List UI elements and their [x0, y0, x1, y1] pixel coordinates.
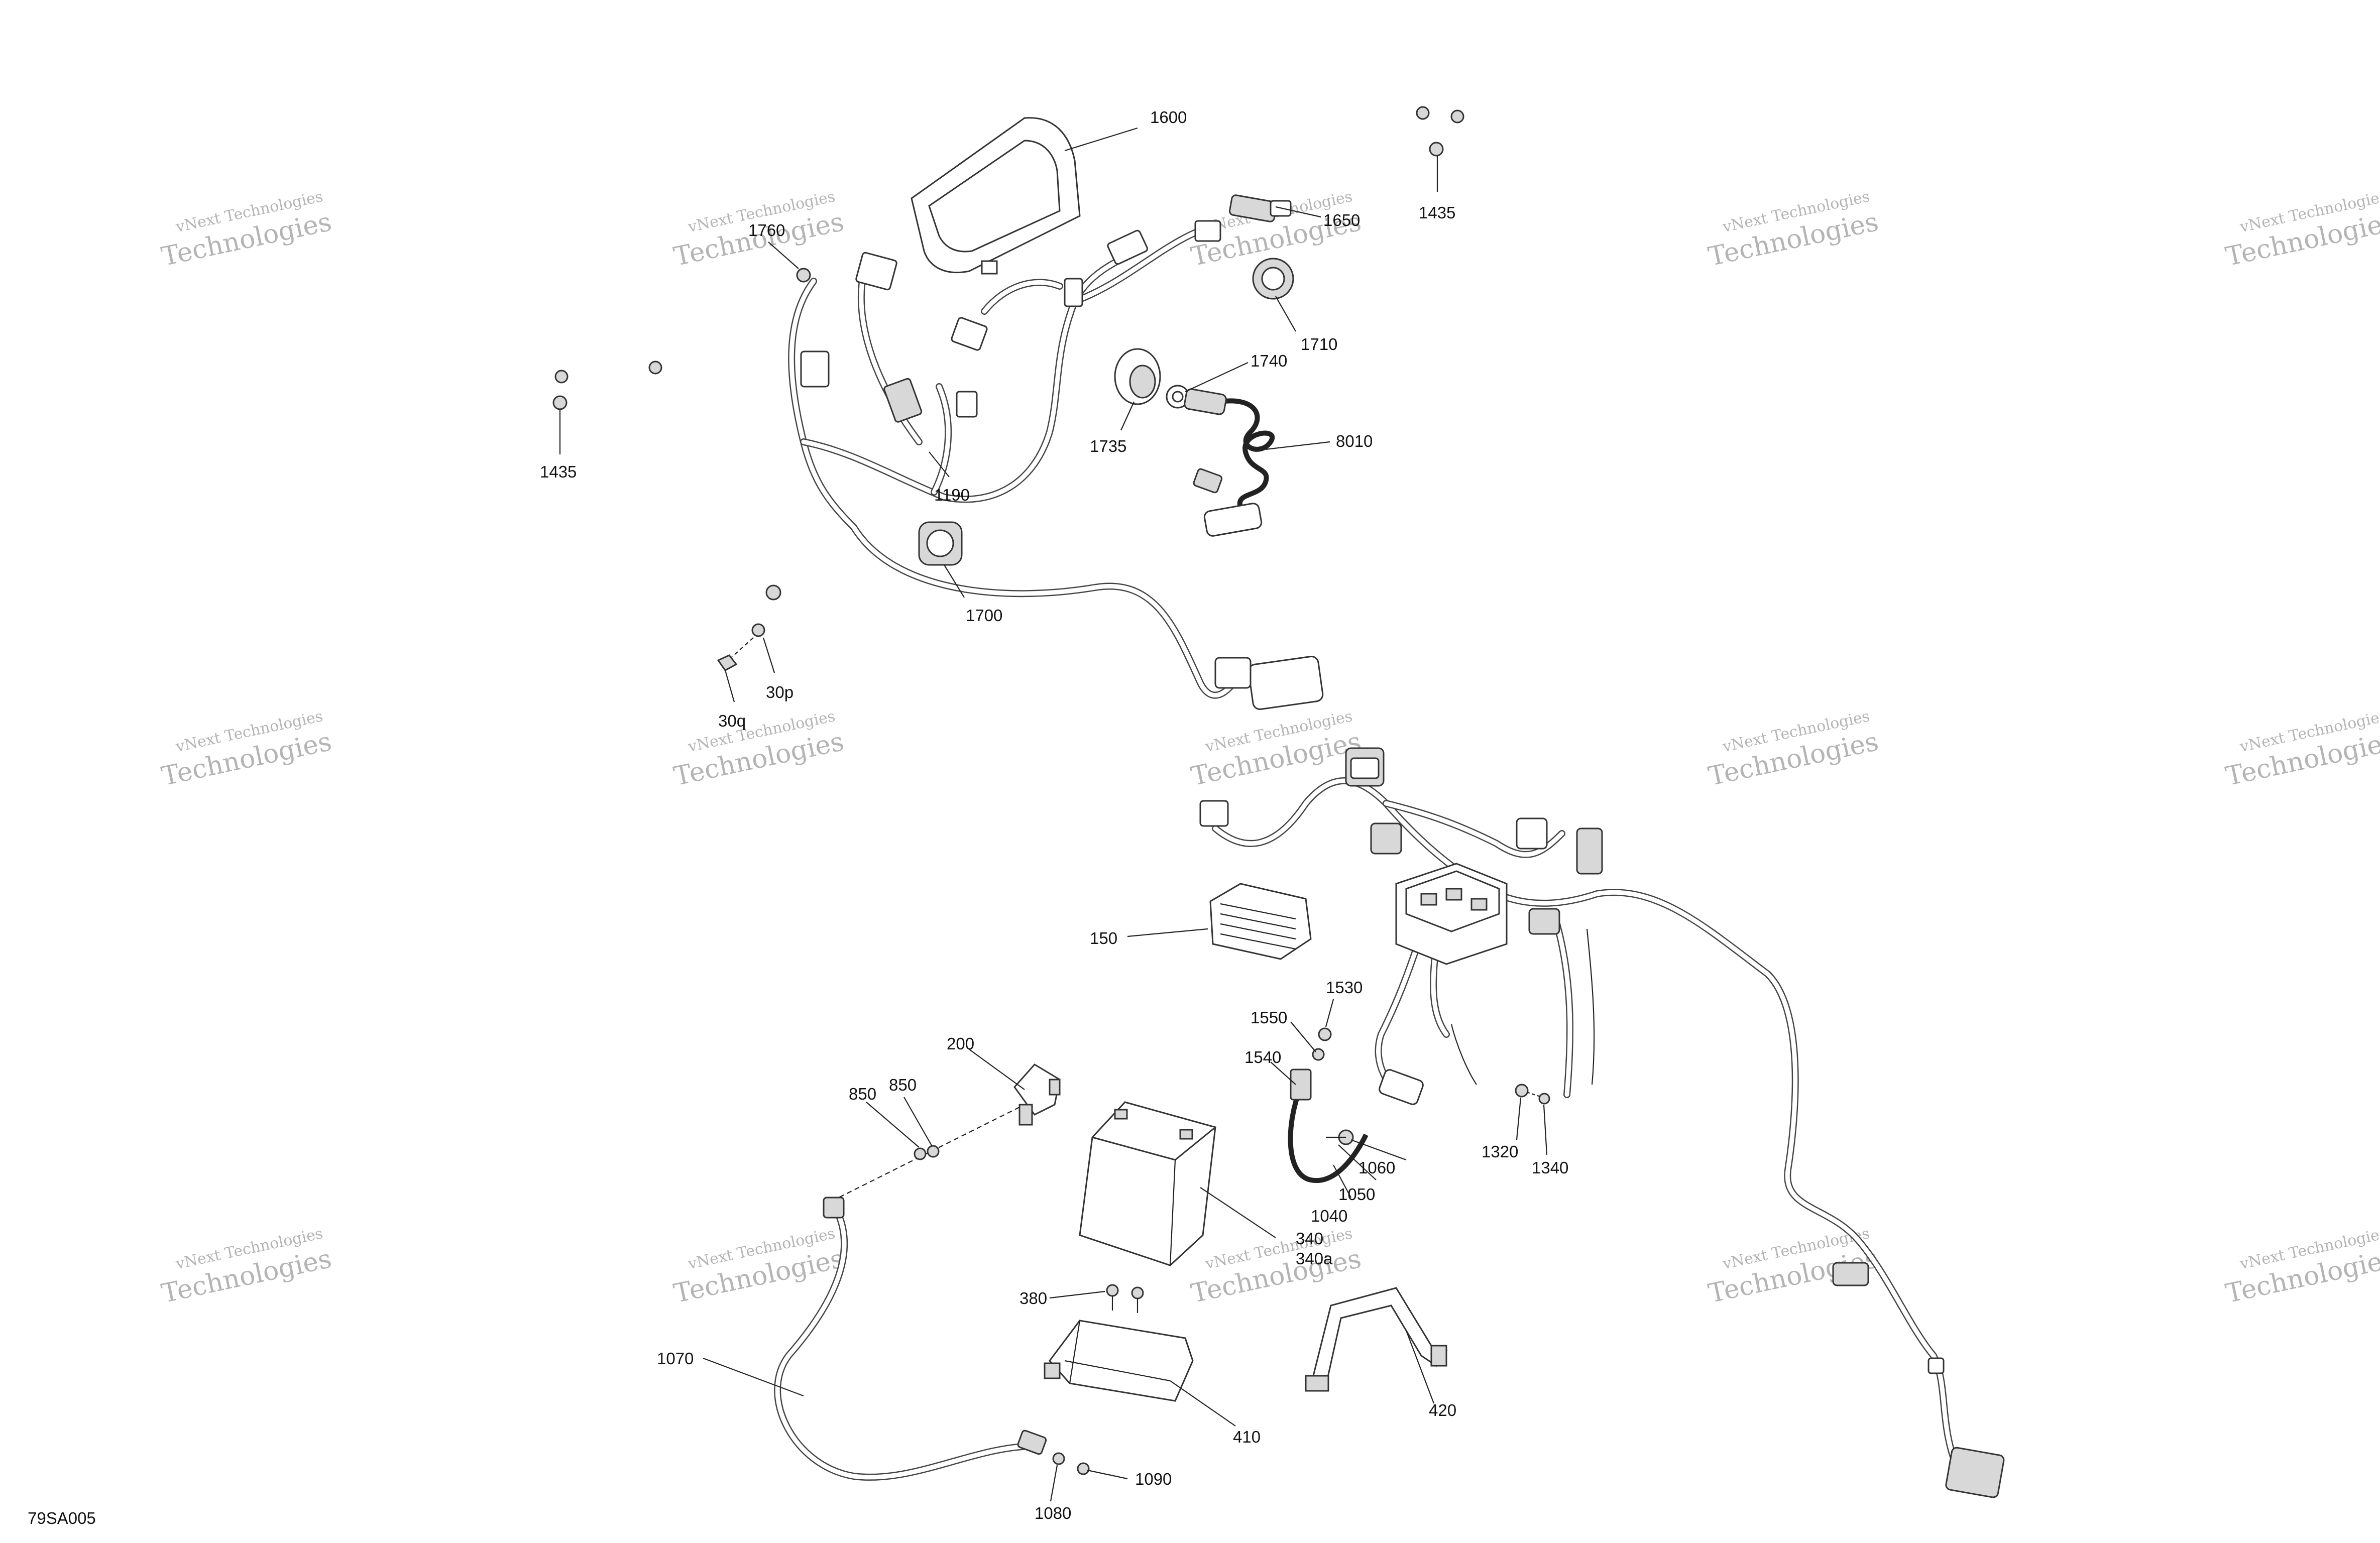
callout-labels: 1600 1650 1435 1760 1710 1740 1735 8010 …: [28, 108, 1568, 1527]
nuts-1435: [552, 106, 1464, 410]
callout-850-a: 850: [849, 1085, 876, 1103]
callout-30p: 30p: [766, 683, 794, 701]
watermark: vNext Technologies Technologies: [2223, 188, 2380, 272]
callout-1740: 1740: [1251, 351, 1287, 370]
callout-1650: 1650: [1323, 211, 1360, 229]
lower-wiring-harness: [1199, 747, 2005, 1498]
callout-420: 420: [1429, 1401, 1456, 1419]
callout-1050: 1050: [1338, 1185, 1375, 1204]
nuts-1080: [1052, 1452, 1090, 1475]
bolt-1320: [1515, 1084, 1550, 1105]
callout-1760: 1760: [748, 221, 785, 240]
watermark: vNext Technologies Technologies: [671, 1225, 846, 1309]
switch-connector-1650: [1228, 194, 1292, 222]
callout-850-b: 850: [889, 1076, 917, 1094]
callout-1060: 1060: [1358, 1158, 1395, 1177]
callout-1190: 1190: [934, 486, 970, 504]
hold-down-strap-420: [1305, 1287, 1448, 1392]
battery-cable-1070: [774, 1197, 1047, 1481]
watermark: vNext Technologies Technologies: [159, 188, 334, 272]
callout-1710: 1710: [1301, 335, 1337, 353]
callout-150: 150: [1090, 929, 1117, 947]
callout-1735: 1735: [1090, 437, 1126, 455]
callout-1530: 1530: [1326, 978, 1363, 997]
upper-wiring-harness: [788, 220, 1324, 710]
watermark: vNext Technologies Technologies: [159, 1225, 334, 1309]
diagram-code: 79SA005: [28, 1509, 96, 1527]
nuts-850: [914, 1145, 940, 1160]
callout-410: 410: [1233, 1428, 1261, 1446]
callout-30q: 30q: [718, 711, 746, 730]
watermark: vNext Technologies Technologies: [671, 707, 846, 792]
battery-340: [1079, 1101, 1216, 1266]
watermark: vNext Technologies Technologies: [2223, 707, 2380, 792]
connector-1710: [1252, 258, 1294, 300]
callout-380: 380: [1019, 1289, 1047, 1308]
callout-340a: 340a: [1296, 1249, 1333, 1268]
callout-8010: 8010: [1336, 432, 1373, 450]
connector-1700: [918, 521, 963, 566]
bolt-30p: [717, 584, 781, 671]
callout-1320: 1320: [1482, 1142, 1518, 1161]
callout-1540: 1540: [1244, 1048, 1281, 1066]
socket-1735: [1114, 348, 1161, 405]
starter-solenoid-200: [833, 1063, 1061, 1201]
callout-1080: 1080: [1035, 1504, 1071, 1522]
screws-380: [1106, 1284, 1144, 1313]
instrument-cluster: [911, 117, 1081, 275]
coiled-cable-8010: [1184, 388, 1275, 537]
watermark: vNext Technologies Technologies: [1706, 707, 1881, 792]
callout-1550: 1550: [1251, 1008, 1287, 1027]
watermark: vNext Technologies Technologies: [159, 707, 334, 792]
callout-1090: 1090: [1135, 1470, 1172, 1488]
leader-lines: [559, 127, 1548, 1502]
callout-1070: 1070: [657, 1349, 694, 1368]
callout-1040: 1040: [1311, 1207, 1347, 1225]
voltage-regulator-150: [1209, 883, 1312, 960]
callout-1600: 1600: [1150, 108, 1187, 127]
battery-tray-410: [1044, 1320, 1194, 1402]
callout-1700: 1700: [966, 606, 1002, 625]
ground-cable-1040: [1288, 1027, 1369, 1183]
watermark: vNext Technologies Technologies: [1706, 188, 1881, 272]
watermark: vNext Technologies Technologies: [2223, 1225, 2380, 1309]
callout-1340: 1340: [1532, 1158, 1568, 1177]
callout-340: 340: [1296, 1229, 1323, 1248]
callout-1435-top: 1435: [1419, 203, 1455, 222]
callout-200: 200: [947, 1034, 974, 1053]
callout-1435-left: 1435: [540, 462, 577, 481]
